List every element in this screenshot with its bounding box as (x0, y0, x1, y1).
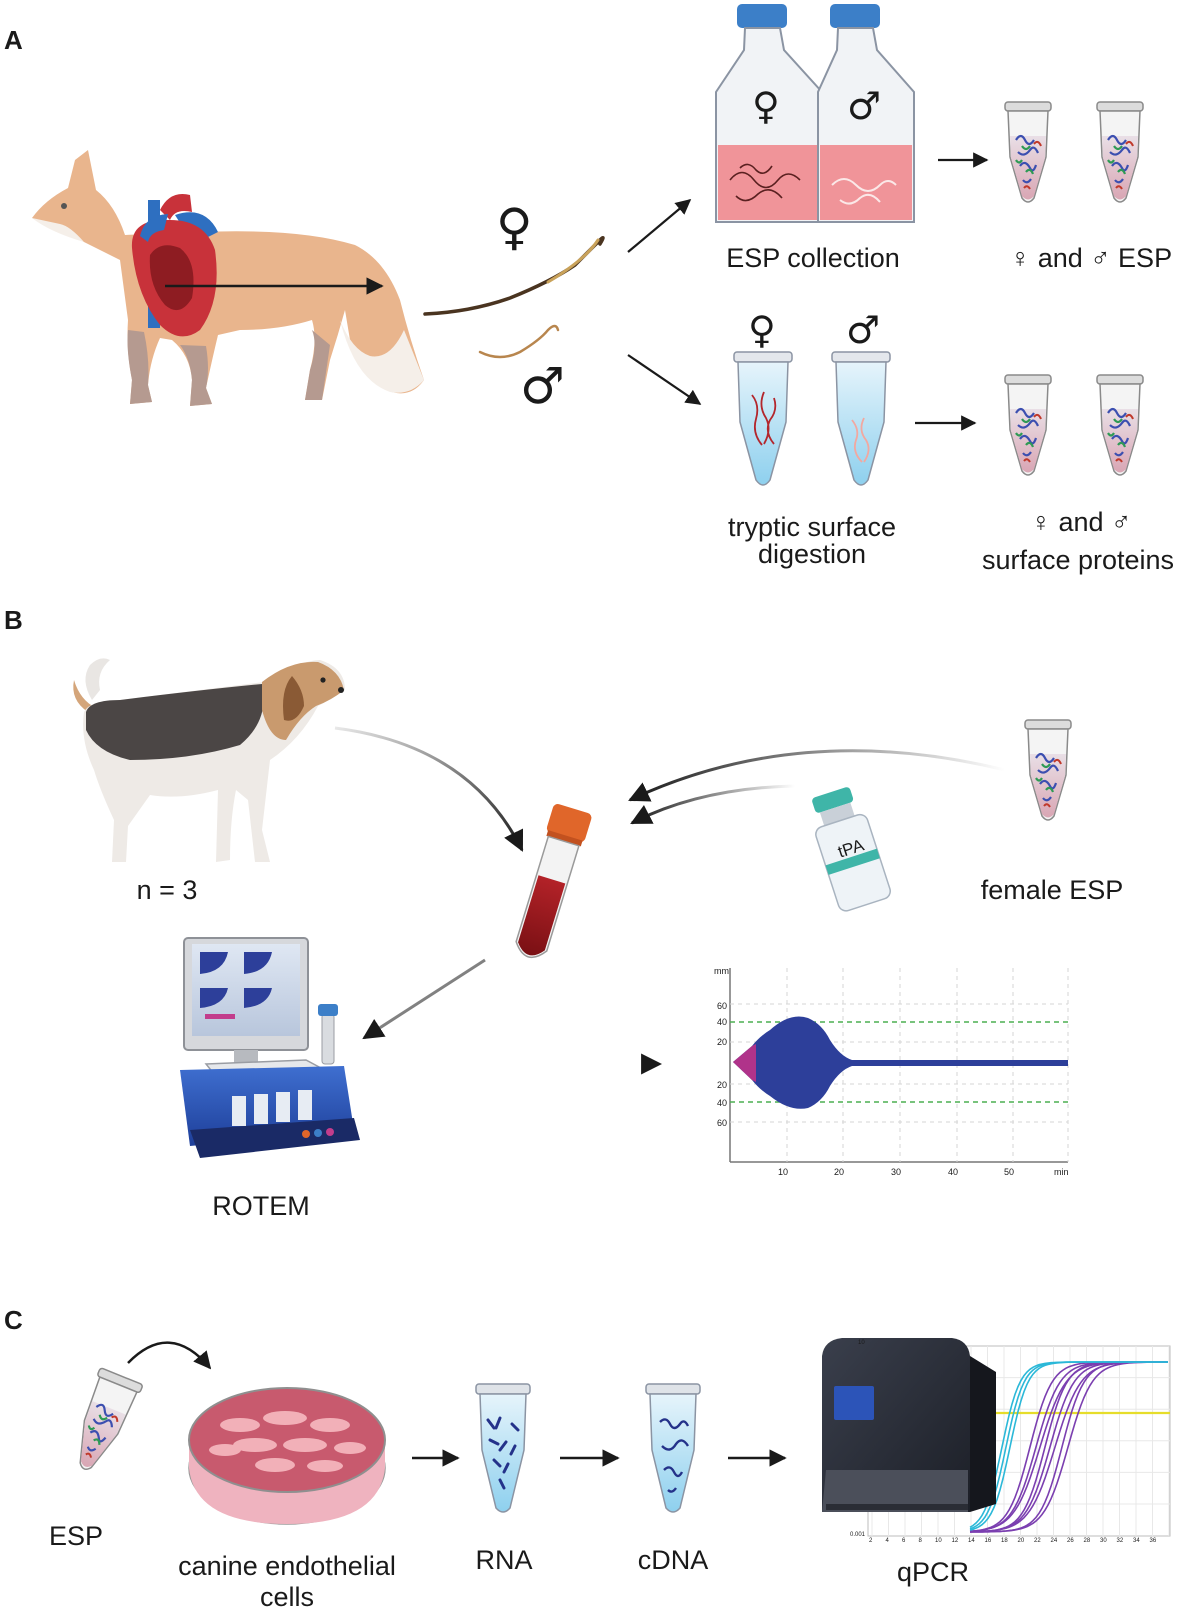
qpcr-x-tick: 20 (1017, 1538, 1025, 1544)
culture-flask-male (817, 4, 915, 223)
esp-tube-c (61, 1366, 145, 1479)
male-symbol-digestion: ♂ (846, 308, 881, 352)
female-symbol-flask: ♀ (752, 84, 780, 128)
qpcr-x-tick: 30 (1100, 1538, 1107, 1544)
qpcr-x-tick: 28 (1083, 1538, 1091, 1544)
rotem-x-unit: min (1054, 1167, 1069, 1177)
cdna-tube (645, 1383, 701, 1513)
rna-label: RNA (475, 1545, 533, 1575)
rotem-x-tick: 50 (1004, 1167, 1015, 1177)
beagle-illustration (73, 658, 345, 862)
rotem-y-tick: 40 (717, 1098, 728, 1108)
rotem-x-tick: 40 (948, 1167, 959, 1177)
qpcr-x-tick: 8 (918, 1538, 922, 1544)
worms-to-flasks-arrow (627, 199, 692, 253)
qpcr-x-tick: 12 (951, 1538, 959, 1544)
culture-flask-female (715, 4, 823, 223)
esp-collection-label: ESP collection (726, 243, 900, 273)
blood-tube (515, 804, 592, 959)
qpcr-x-tick: 22 (1034, 1538, 1041, 1544)
tpa-to-tube-arrow (630, 784, 796, 825)
digestion-tube-female (733, 351, 793, 486)
fox-illustration (32, 150, 424, 406)
panel-label-a: A (4, 25, 23, 55)
qpcr-y-bottom: 0.001 (850, 1532, 866, 1538)
qpcr-x-tick: 16 (984, 1538, 992, 1544)
rotem-x-tick: 10 (778, 1167, 789, 1177)
n-label: n = 3 (136, 875, 198, 905)
female-symbol-worm: ♀ (496, 198, 533, 256)
panel-label-b: B (4, 605, 23, 635)
qpcr-x-tick: 18 (1001, 1538, 1008, 1544)
cells-label-line1: canine endothelial (178, 1551, 396, 1581)
digestion-tube-male (831, 351, 891, 486)
qpcr-x-tick: 36 (1149, 1538, 1157, 1544)
esp-to-dish-arrow (127, 1341, 212, 1370)
petri-dish (188, 1387, 386, 1525)
panel-label-c: C (4, 1305, 23, 1335)
surface-tube-female (1003, 373, 1053, 477)
female-esp-tube (1023, 718, 1073, 822)
qpcr-x-tick: 14 (968, 1538, 975, 1544)
qpcr-x-tick: 2 (869, 1538, 873, 1544)
qpcr-x-tick: 32 (1116, 1538, 1124, 1544)
rotem-graph (729, 968, 1069, 1163)
dog-to-tube-arrow (334, 726, 524, 852)
qpcr-x-tick: 6 (902, 1538, 906, 1544)
tryptic-label-line2: digestion (757, 539, 867, 569)
rotem-device (180, 937, 360, 1158)
female-esp-label: female ESP (980, 875, 1124, 905)
rotem-y-tick: 20 (717, 1037, 728, 1047)
rotem-y-unit: mm (714, 966, 729, 976)
rotem-y-tick: 20 (717, 1080, 728, 1090)
surface-label-line1: ♀ and ♂ (1030, 507, 1132, 537)
surface-tube-male (1095, 373, 1145, 477)
male-symbol-flask: ♂ (847, 84, 882, 128)
tryptic-label-line1: tryptic surface (727, 512, 897, 542)
qpcr-x-tick: 24 (1050, 1538, 1058, 1544)
cells-label-line2: cells (259, 1582, 314, 1612)
rotem-y-tick: 40 (717, 1017, 728, 1027)
qpcr-y-top: 10 (858, 1340, 865, 1346)
rotem-y-tick: 60 (717, 1118, 728, 1128)
worms-to-tubes-arrow (627, 354, 702, 405)
qpcr-x-tick: 10 (935, 1538, 942, 1544)
surface-label-line2: surface proteins (981, 545, 1175, 575)
rna-tube (475, 1383, 531, 1513)
female-symbol-digestion: ♀ (748, 308, 776, 352)
tpa-vial (812, 787, 891, 912)
qpcr-x-tick: 34 (1133, 1538, 1140, 1544)
rotem-trace (733, 1016, 1068, 1109)
esp-to-tube-arrow (628, 749, 1006, 802)
tube-to-rotem-arrow (362, 958, 486, 1040)
rotem-label: ROTEM (212, 1191, 310, 1221)
rotem-x-tick: 30 (891, 1167, 902, 1177)
esp-result-label: ♀ and ♂ ESP (1010, 243, 1173, 273)
male-symbol-worm: ♂ (520, 357, 565, 415)
esp-tube-female (1003, 100, 1053, 204)
heart-illustration (131, 194, 218, 337)
esp-tube-male (1095, 100, 1145, 204)
qpcr-x-tick: 26 (1067, 1538, 1074, 1544)
esp-label-c: ESP (48, 1521, 104, 1551)
male-worm (478, 324, 560, 359)
rotem-x-tick: 20 (834, 1167, 845, 1177)
qpcr-instrument (822, 1338, 996, 1512)
qpcr-x-tick: 4 (885, 1538, 889, 1544)
rotem-y-tick: 60 (717, 1001, 728, 1011)
cdna-label: cDNA (637, 1545, 709, 1575)
qpcr-label: qPCR (896, 1557, 970, 1587)
